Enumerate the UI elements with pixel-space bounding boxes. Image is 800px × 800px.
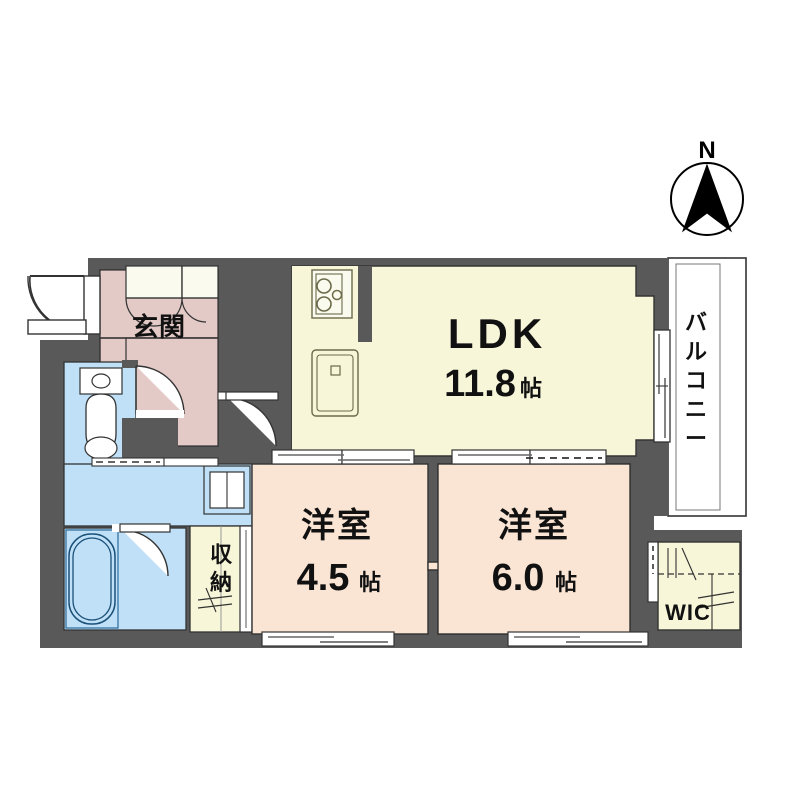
ldk-area-unit: 帖 [520, 376, 542, 401]
bedroom-west-area-unit: 帖 [359, 570, 381, 595]
shoe-cabinet-icon [125, 265, 183, 299]
south-windows [261, 631, 649, 647]
window-bedroom-west [261, 631, 395, 647]
bedroom-east-area: 6.0 [492, 557, 545, 599]
compass-north-label: N [698, 137, 715, 164]
bedroom-west-name: 洋室 [301, 506, 373, 545]
ldk-bedroom-sliding-doors[interactable] [271, 449, 607, 465]
balcony-area: バルコニー [667, 257, 747, 517]
wic-door[interactable] [647, 541, 659, 603]
closet-area: 収納 [189, 525, 253, 633]
bedroom-east-area: 洋室 6.0 帖 [427, 463, 631, 635]
balcony-label: バルコニー [685, 310, 709, 451]
bedroom-east-area-unit: 帖 [555, 570, 577, 595]
front-door[interactable] [27, 274, 101, 335]
bedroom-west-area: 4.5 [297, 557, 350, 599]
bedroom-west-area: 洋室 4.5 帖 [251, 463, 429, 635]
north-compass: N [670, 137, 744, 236]
genkan-label: 玄関 [132, 312, 186, 342]
balcony-sliding-door[interactable] [653, 329, 671, 443]
ldk-hall-door[interactable] [217, 391, 279, 447]
window-bedroom-east [507, 631, 649, 647]
ldk-name-label: LDK [448, 310, 546, 357]
bathroom-area [63, 523, 187, 631]
closet-label: 収納 [210, 542, 234, 595]
toilet-room [63, 360, 185, 473]
ldk-area: LDK 11.8 帖 [291, 265, 655, 457]
wic-area: WIC [647, 541, 741, 631]
washroom-area [63, 457, 253, 527]
bedroom-east-name: 洋室 [498, 506, 570, 545]
ldk-area-label: 11.8 [444, 363, 516, 405]
wic-label: WIC [665, 600, 711, 625]
